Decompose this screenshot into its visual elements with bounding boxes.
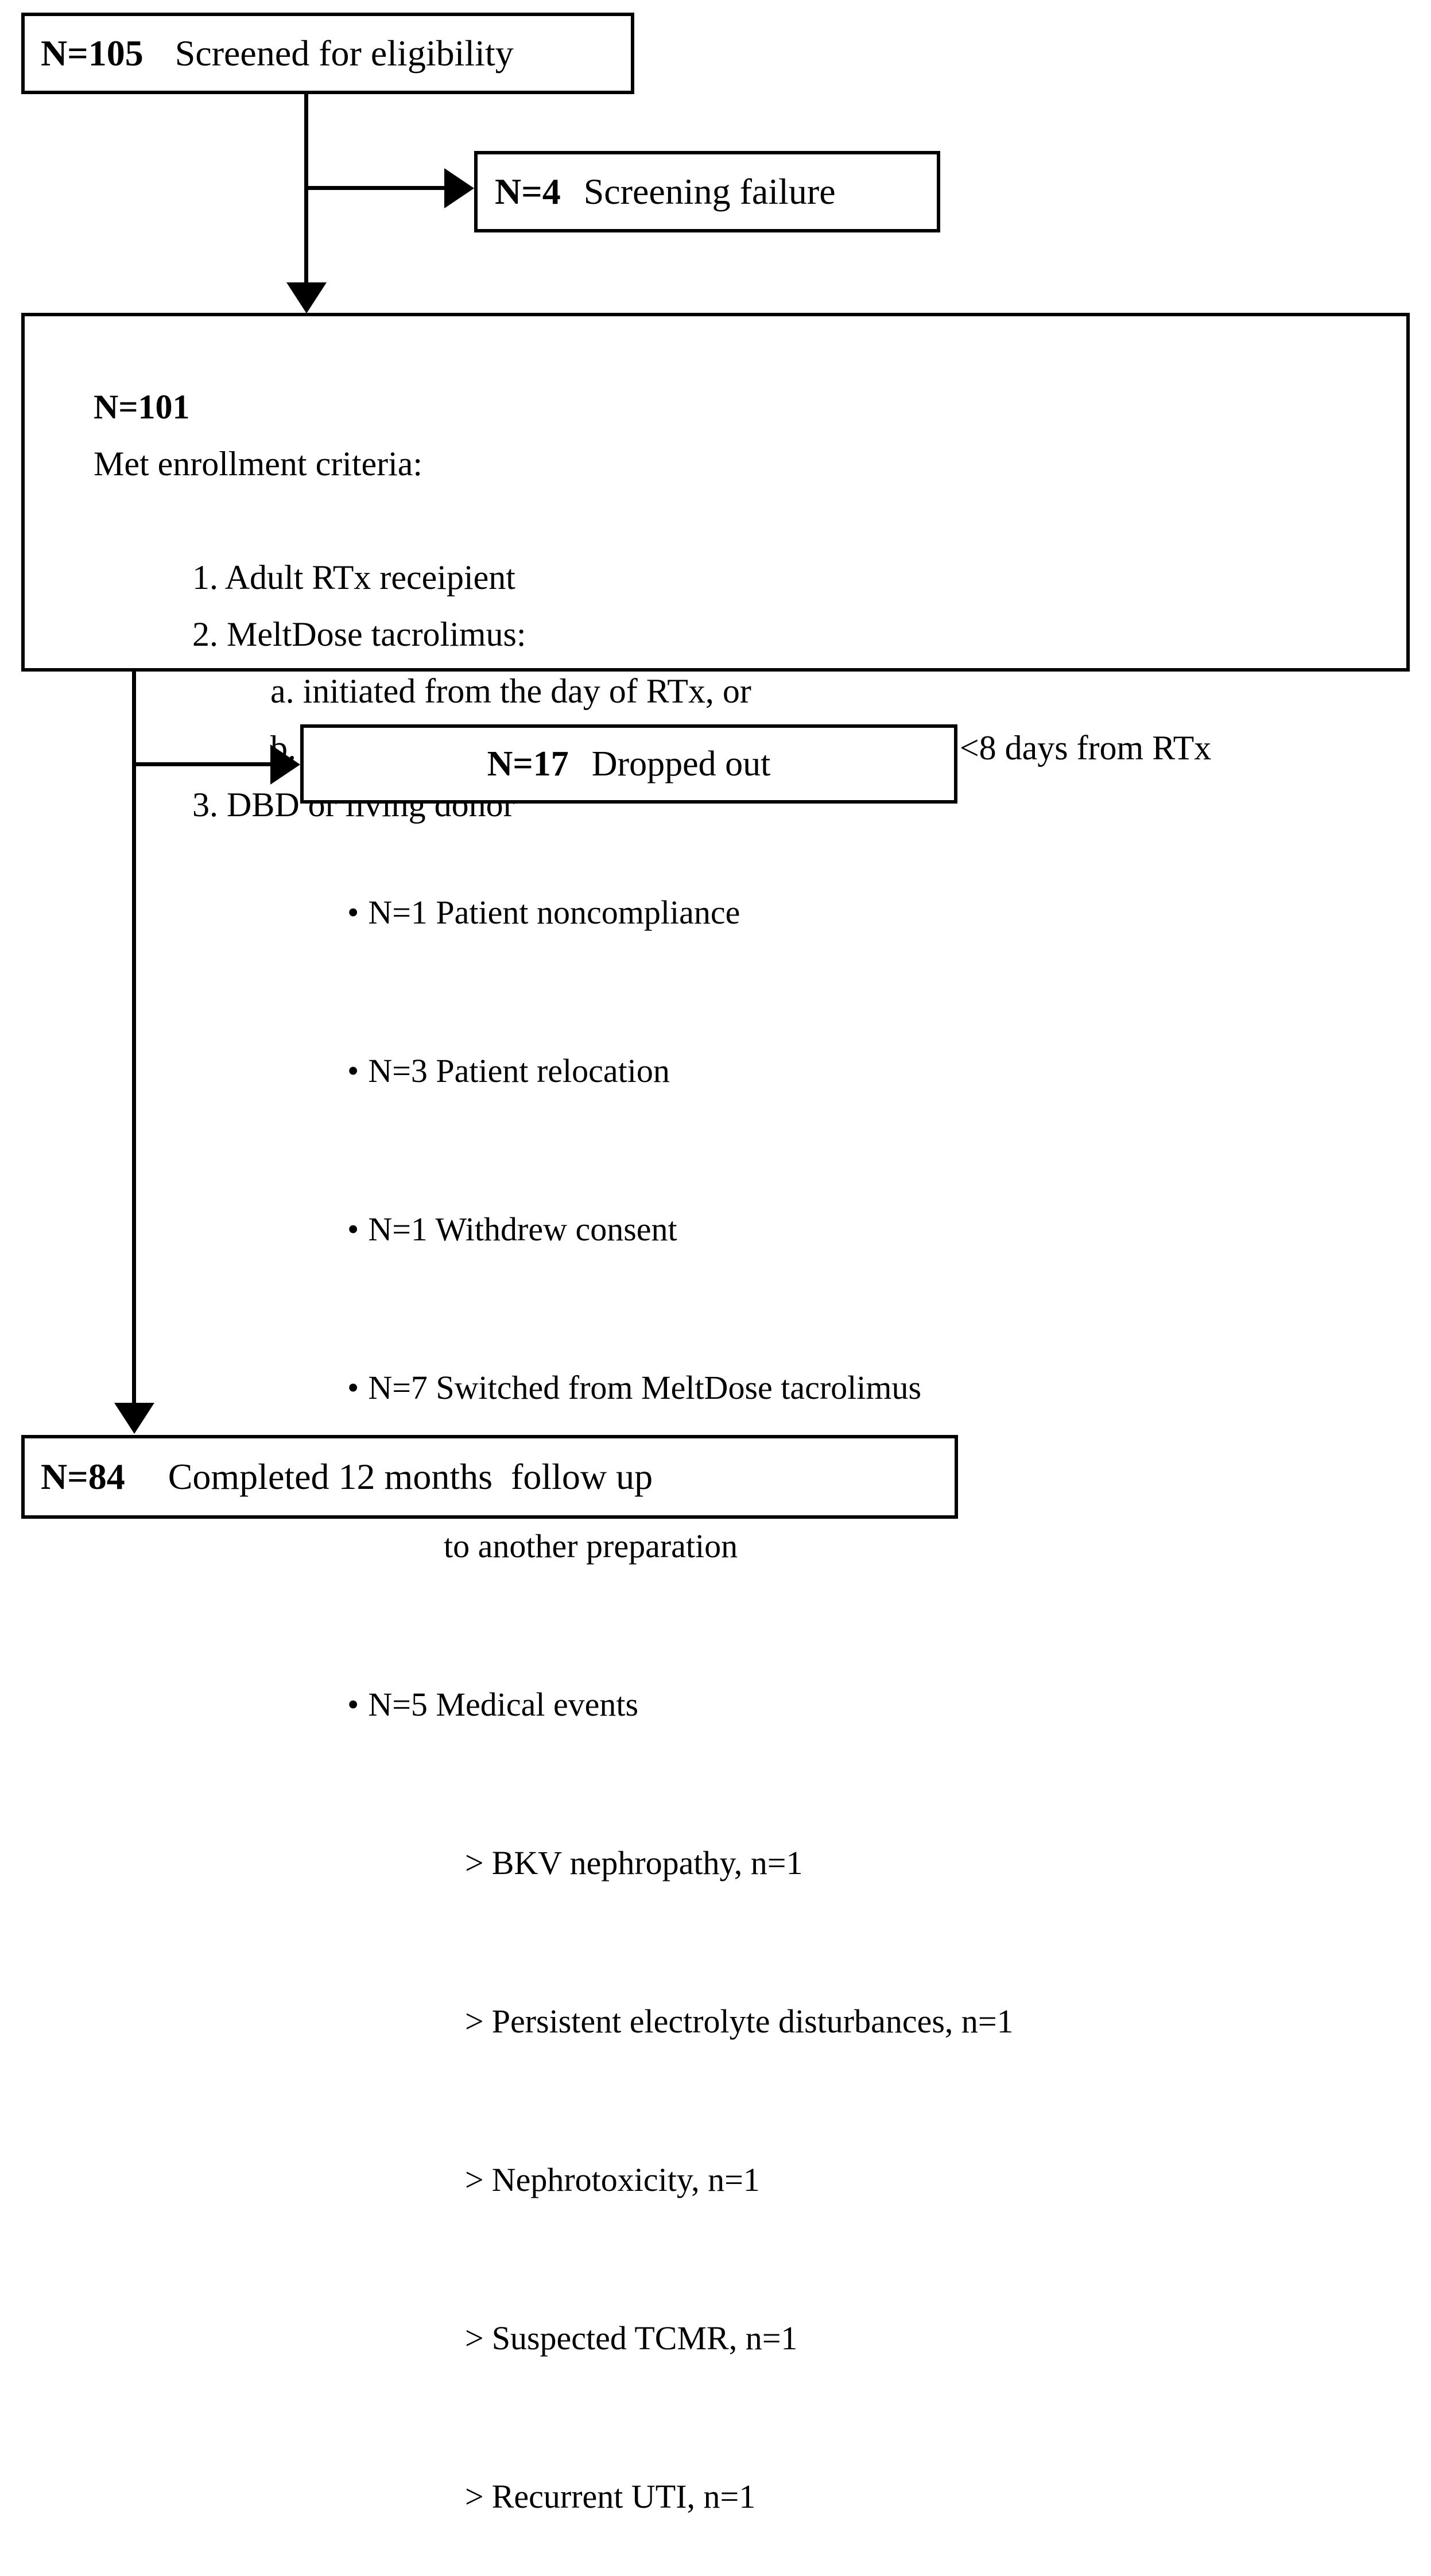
chevron-bullet-icon: > [465, 2319, 484, 2357]
dropout-reason-subitem: >Suspected TCMR, n=1 [297, 2259, 1388, 2418]
chevron-bullet-icon: > [465, 2003, 484, 2040]
screening-failure-label: Screening failure [583, 171, 836, 212]
enrollment-criterion: 2. MeltDose tacrolimus: [192, 615, 526, 653]
enrollment-label: Met enrollment criteria: [94, 445, 423, 483]
dropout-reason-subitem: >Nephrotoxicity, n=1 [297, 2101, 1388, 2259]
arrow-right-icon [270, 744, 300, 785]
flow-box-screening-failure: N=4 Screening failure [474, 151, 940, 232]
dropout-reason-text: to another preparation [444, 1527, 738, 1565]
dropout-reason-text: N=5 Medical events [368, 1686, 639, 1723]
flow-box-dropped-out: N=17 Dropped out [300, 724, 957, 804]
dropout-reason-text: Suspected TCMR, n=1 [491, 2319, 798, 2357]
bullet-icon: • [347, 894, 359, 931]
dropout-reason-text: N=3 Patient relocation [368, 1052, 670, 1089]
dropout-reason-subitem: >Persistent electrolyte disturbances, n=… [297, 1942, 1388, 2101]
enrollment-criterion: a. initiated from the day of RTx, or [270, 672, 751, 710]
dropout-reason-item: •N=1 Patient noncompliance [297, 833, 1388, 992]
flow-box-enrollment: N=101 Met enrollment criteria: 1. Adult … [21, 313, 1410, 824]
screened-count: N=105 [41, 33, 144, 73]
dropout-reason-item: •N=3 Patient relocation [297, 992, 1388, 1150]
bullet-icon: • [347, 1211, 359, 1248]
dropout-reason-text: Persistent electrolyte disturbances, n=1 [491, 2003, 1014, 2040]
connector-to-dropped-out [132, 762, 274, 766]
dropped-out-count: N=17 [487, 744, 569, 783]
dropped-out-label: Dropped out [591, 744, 771, 783]
dropout-reason-item: •N=7 Switched from MeltDose tacrolimus [297, 1309, 1388, 1467]
bullet-icon: • [347, 1686, 359, 1723]
enrollment-header: N=101 Met enrollment criteria: [42, 322, 1406, 549]
completed-count: N=84 [41, 1456, 125, 1497]
dropout-reason-item: •N=1 Withdrew consent [297, 1150, 1388, 1309]
arrow-right-icon [444, 168, 474, 208]
dropout-reason-text: Nephrotoxicity, n=1 [491, 2161, 760, 2198]
chevron-bullet-icon: > [465, 1844, 484, 1881]
flow-box-completed: N=84 Completed 12 months follow up [21, 1435, 958, 1519]
bullet-icon: • [347, 1369, 359, 1406]
dropout-reason-text: N=1 Patient noncompliance [368, 894, 740, 931]
connector-to-screening-failure [304, 186, 448, 190]
dropout-reason-subitem: >BKV nephropathy, n=1 [297, 1784, 1388, 1942]
enrollment-criterion: 1. Adult RTx receipient [192, 558, 515, 596]
dropout-reason-text: N=1 Withdrew consent [368, 1211, 677, 1248]
chevron-bullet-icon: > [465, 2161, 484, 2198]
dropout-reason-item: •N=5 Medical events [297, 1625, 1388, 1784]
enrollment-count: N=101 [94, 388, 190, 426]
arrow-down-icon [286, 282, 327, 313]
completed-label: Completed 12 months follow up [168, 1456, 653, 1497]
dropout-reason-subitem: >Recurrent UTI, n=1 [297, 2418, 1388, 2576]
dropout-reason-text: Recurrent UTI, n=1 [491, 2478, 756, 2515]
screened-label: Screened for eligibility [174, 33, 514, 73]
chevron-bullet-icon: > [465, 2478, 484, 2515]
flow-diagram: N=105 Screened for eligibility N=4 Scree… [21, 13, 1410, 2515]
flow-box-screened: N=105 Screened for eligibility [21, 13, 634, 94]
screening-failure-count: N=4 [495, 171, 561, 212]
dropout-reason-text: N=7 Switched from MeltDose tacrolimus [368, 1369, 922, 1406]
arrow-down-icon [114, 1403, 154, 1434]
dropout-reasons-list: •N=1 Patient noncompliance •N=3 Patient … [297, 833, 1388, 2576]
dropout-reason-text: BKV nephropathy, n=1 [491, 1844, 803, 1881]
connector-enrollment-to-completed [132, 672, 136, 1404]
bullet-icon: • [347, 1052, 359, 1089]
